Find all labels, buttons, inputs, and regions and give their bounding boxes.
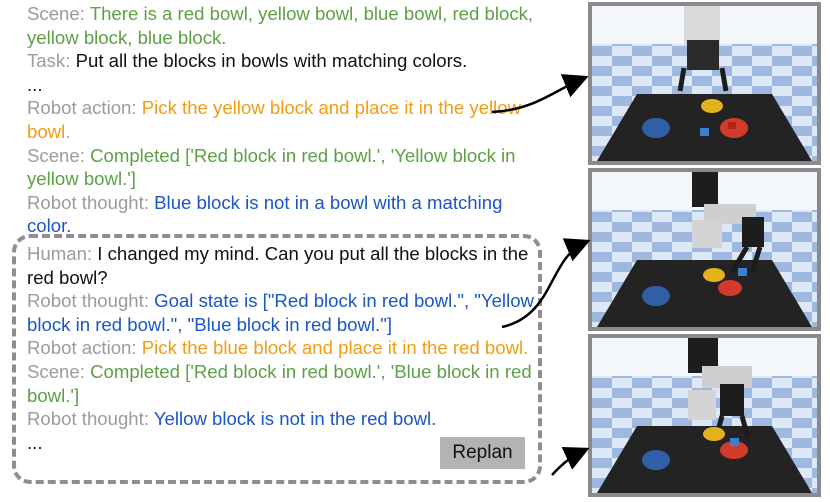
line-speaker-label: Scene: [27,3,90,24]
line-speaker-label: Robot action: [27,97,142,119]
replan-tag: Replan [440,437,525,469]
line-text: Put all the blocks in bowls with matchin… [75,50,468,72]
transcript-line: ... [27,431,552,455]
transcript-before: Scene: There is a red bowl, yellow bowl,… [27,2,552,238]
scene-panel-2 [588,168,821,331]
line-text: ... [27,73,43,95]
transcript-replan: Human: I changed my mind. Can you put al… [27,242,552,454]
transcript-line: Robot action: Pick the blue block and pl… [27,336,552,360]
robot-scene-image-2 [592,172,817,327]
line-text: I changed my mind. Can you put all the b… [27,242,529,288]
line-speaker-label: Human: [27,242,98,264]
arrow-to-scene-3 [551,447,590,476]
transcript-line: Robot action: Pick the yellow block and … [27,96,552,143]
line-text: Pick the yellow block and place it in th… [27,97,522,142]
transcript: Scene: There is a red bowl, yellow bowl,… [27,2,552,454]
robot-scene-image-1 [592,6,817,161]
line-text: Completed ['Red block in red bowl.', 'Ye… [27,144,516,190]
transcript-line: Scene: Completed ['Red block in red bowl… [27,144,552,191]
transcript-line: ... [27,73,552,97]
line-text: Completed ['Red block in red bowl.', 'Bl… [27,360,532,406]
line-text: Pick the blue block and place it in the … [141,337,529,359]
line-speaker-label: Robot thought: [27,191,155,213]
line-speaker-label: Task: [27,50,76,72]
scene-panel-1 [588,2,821,165]
line-speaker-label: Robot thought: [27,290,155,312]
transcript-line: Robot thought: Blue block is not in a bo… [27,191,552,238]
scene-panel-3 [588,334,821,497]
transcript-line: Scene: There is a red bowl, yellow bowl,… [27,2,552,49]
transcript-line: Robot thought: Yellow block is not in th… [27,407,552,431]
line-speaker-label: Scene: [27,144,91,166]
transcript-line: Scene: Completed ['Red block in red bowl… [27,360,552,407]
robot-scene-image-3 [592,338,817,493]
line-text: Blue block is not in a bowl with a match… [27,191,503,237]
transcript-line: Task: Put all the blocks in bowls with m… [27,49,552,73]
line-text: Yellow block is not in the red bowl. [153,408,437,430]
line-speaker-label: Robot action: [27,337,142,359]
line-speaker-label: Scene: [27,360,91,382]
replan-dashed-box [12,234,542,484]
line-text: There is a red bowl, yellow bowl, blue b… [27,3,534,48]
line-text: ... [27,431,43,453]
transcript-line: Human: I changed my mind. Can you put al… [27,242,552,289]
line-speaker-label: Robot thought: [27,408,154,430]
line-text: Goal state is ["Red block in red bowl.",… [27,290,534,335]
transcript-line: Robot thought: Goal state is ["Red block… [27,289,552,336]
